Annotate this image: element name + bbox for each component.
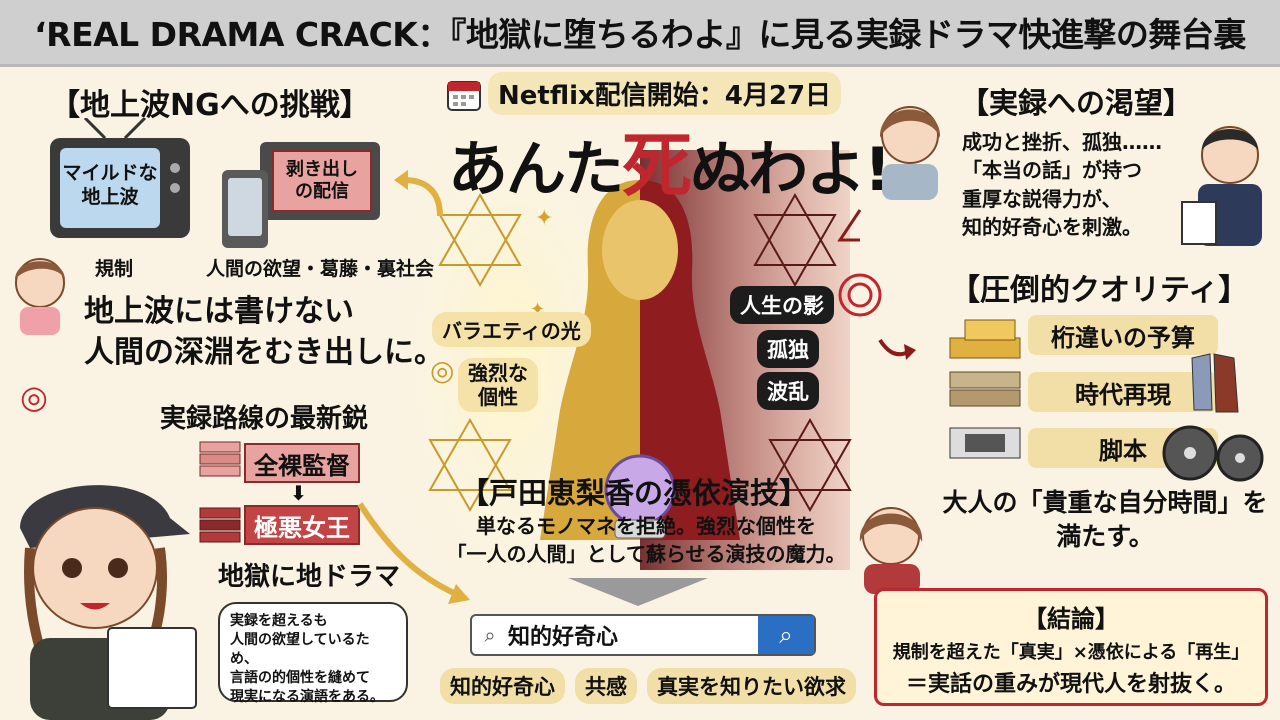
- hexagram-icon-right-top: [753, 192, 837, 288]
- down-arrow-icon: ⬇: [290, 481, 307, 505]
- tag-curiosity[interactable]: 知的好奇心: [440, 668, 565, 704]
- search-bar[interactable]: ⌕ 知的好奇心 ⌕: [470, 614, 816, 656]
- girl-with-cap-avatar: [20, 485, 197, 720]
- hexagram-icon-left-bottom: [428, 417, 512, 513]
- man-reading-avatar: [1181, 126, 1262, 246]
- quality-period: 時代再現: [1028, 372, 1218, 412]
- summary-line2: 満たす。: [1056, 521, 1154, 551]
- conclusion-line2: ＝実話の重みが現代人を射抜く。: [905, 672, 1236, 697]
- dark-label-turmoil: 波乱: [757, 372, 819, 410]
- lineage-item1: 全裸監督: [244, 443, 360, 483]
- page-title: ‘REAL DRAMA CRACK：『地獄に堕ちるわよ』に見る実録ドラマ快進撃の…: [34, 15, 1246, 54]
- conclusion-line1: 規制を超えた「真実」×憑依による「再生」: [892, 642, 1250, 663]
- tablet-text: 剥き出し の配信: [272, 150, 372, 212]
- label-desire: 人間の欲望・葛藤・裏社会: [206, 258, 435, 280]
- hexagram-icon-right-bottom: [768, 417, 852, 513]
- dark-label-shadow: 人生の影: [730, 286, 834, 324]
- woman-face: [602, 200, 678, 300]
- light-label: バラエティの光: [432, 312, 591, 347]
- tv-icon: [50, 118, 190, 238]
- film-strip-icon: [949, 427, 1021, 459]
- swirl-icon: ◎: [20, 378, 48, 416]
- terrestrial-tagline: 地上波には書けない 人間の深淵をむき出しに。: [84, 292, 444, 373]
- tagline-line2: 人間の深淵をむき出しに。: [84, 334, 444, 370]
- film-reel-icon: [1162, 425, 1264, 482]
- acting-heading: 【戸田恵梨香の憑依演技】: [460, 476, 809, 510]
- lineage-speech-bubble: 実録を超えるも 人間の欲望しているため、 言語の的個性を縫めて 現実になる演語を…: [218, 602, 408, 705]
- woman-thinking-avatar: [879, 106, 941, 200]
- search-icon: ⌕: [484, 623, 496, 647]
- calendar-icon: [447, 80, 481, 111]
- title-bar: ‘REAL DRAMA CRACK：『地獄に堕ちるわよ』に見る実録ドラマ快進撃の…: [0, 0, 1280, 67]
- arrow-to-search-icon: [357, 502, 470, 604]
- real-desire-text: 成功と挫折、孤独…… 「本当の話」が持つ 重厚な説得力が、 知的好奇心を刺激。: [962, 130, 1162, 240]
- quality-summary: 大人の「貴重な自分時間」を 満たす。: [935, 486, 1275, 554]
- strong-personality-label: 強烈な 個性: [458, 358, 538, 412]
- dark-label-loneliness: 孤独: [757, 330, 819, 368]
- tag-list: 知的好奇心 共感 真実を知りたい欲求: [440, 668, 856, 704]
- search-input[interactable]: 知的好奇心: [508, 625, 619, 650]
- clothing-icon: [1191, 353, 1239, 413]
- quality-budget: 桁違いの予算: [1028, 315, 1218, 355]
- quality-heading: 【圧倒的クオリティ】: [950, 273, 1249, 308]
- conclusion-box: 【結論】 規制を超えた「真実」×憑依による「再生」 ＝実話の重みが現代人を射抜く…: [874, 588, 1268, 706]
- decorative-swirl-icons: [837, 209, 882, 317]
- quality-icons: [949, 319, 1021, 459]
- headline: あんた死ぬわよ!: [448, 110, 891, 211]
- real-desire-heading: 【実録への渇望】: [960, 86, 1193, 120]
- release-banner: Netflix配信開始：4月27日: [446, 72, 842, 115]
- girl-pointing-avatar: [15, 258, 65, 335]
- svg-text:✦: ✦: [535, 206, 553, 231]
- book-stack-icon: [199, 441, 241, 543]
- tag-empathy[interactable]: 共感: [575, 668, 637, 704]
- lineage-item3: 地獄に地ドラマ: [218, 562, 401, 592]
- search-button[interactable]: ⌕: [758, 616, 814, 654]
- gold-bars-icon: [949, 319, 1021, 359]
- headline-part3: ぬわよ!: [690, 135, 891, 205]
- red-arrow-icon: [878, 338, 916, 360]
- lineage-item2: 極悪女王: [244, 505, 360, 545]
- hexagram-icon-left-top: [438, 192, 522, 288]
- terrestrial-heading: 【地上波NGへの挑戦】: [50, 88, 370, 123]
- tagline-line1: 地上波には書けない: [84, 294, 354, 329]
- curved-arrow-icon: [394, 170, 443, 217]
- down-wide-arrow-icon: [568, 578, 708, 606]
- layered-fabric-icon: [949, 371, 1021, 407]
- acting-line1: 単なるモノマネを拒絶。強烈な個性を: [476, 514, 816, 538]
- headline-death-char: 死: [622, 125, 692, 207]
- acting-line2: 「一人の人間」として蘇らせる演技の魔力。: [446, 542, 846, 566]
- svg-text:◎: ◎: [430, 354, 454, 387]
- label-regulation: 規制: [95, 258, 134, 280]
- acting-description: 単なるモノマネを拒絶。強烈な個性を 「一人の人間」として蘇らせる演技の魔力。: [436, 512, 856, 568]
- release-text: Netflix配信開始：4月27日: [488, 72, 842, 115]
- headline-part1: あんた: [448, 135, 624, 205]
- lineage-heading: 実録路線の最新鋭: [160, 404, 369, 434]
- tag-truth[interactable]: 真実を知りたい欲求: [647, 668, 856, 704]
- woman-explaining-avatar: [859, 507, 923, 594]
- tv-text: マイルドな 地上波: [62, 162, 158, 208]
- summary-line1: 大人の「貴重な自分時間」を: [942, 488, 1268, 517]
- conclusion-heading: 【結論】: [1023, 605, 1119, 633]
